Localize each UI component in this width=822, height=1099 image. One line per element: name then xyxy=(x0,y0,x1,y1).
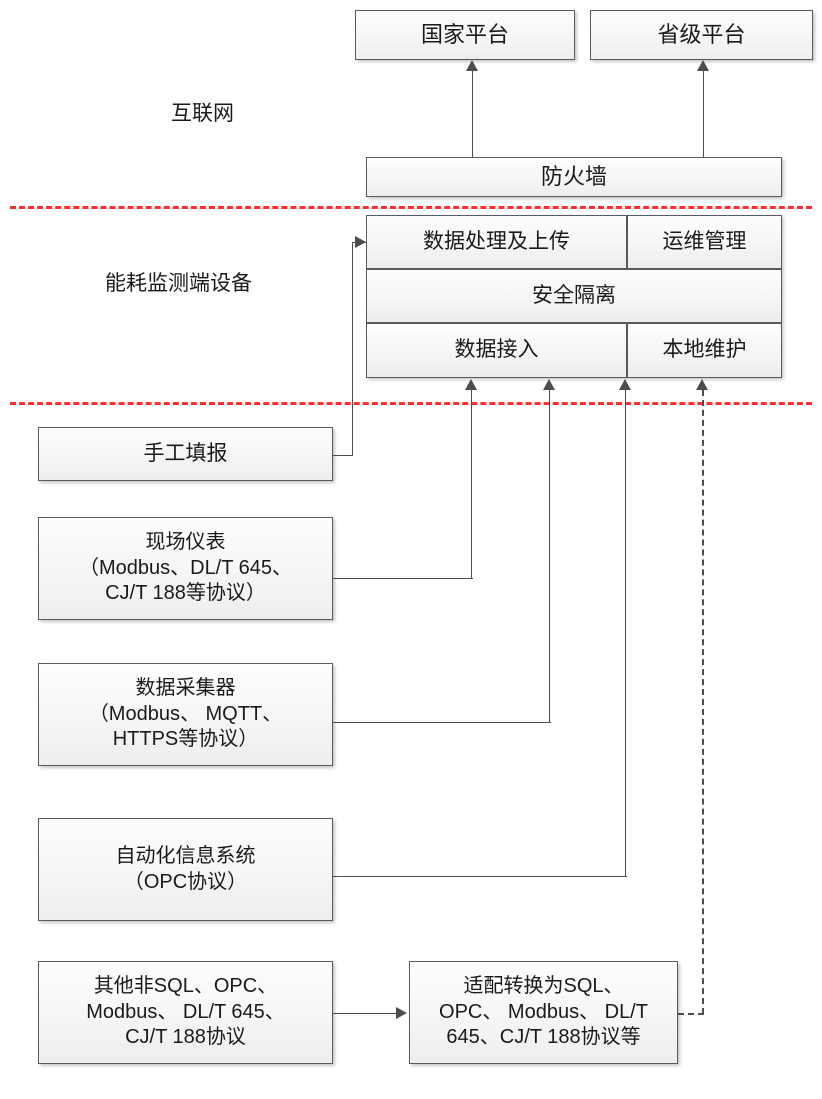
zone-label-terminal-equipment: 能耗监测端设备 xyxy=(105,272,252,295)
box-automation-system-line-2: （OPC协议） xyxy=(123,870,248,893)
box-field-meter[interactable]: 现场仪表 （Modbus、DL/T 645、 CJ/T 188等协议） xyxy=(38,517,333,620)
zone-label-internet: 互联网 xyxy=(171,102,234,125)
box-protocol-adapter-line-2: OPC、 Modbus、 DL/T xyxy=(439,1000,648,1023)
box-automation-system[interactable]: 自动化信息系统 （OPC协议） xyxy=(38,818,333,921)
box-data-collector-line-1: 数据采集器 xyxy=(135,677,236,700)
box-manual-entry-label: 手工填报 xyxy=(143,441,228,465)
connector-data-collector-v xyxy=(549,390,550,723)
cell-ops-management[interactable]: 运维管理 xyxy=(627,215,782,269)
cell-data-access-label: 数据接入 xyxy=(454,338,539,362)
box-other-protocols-line-2: Modbus、 DL/T 645、 xyxy=(86,1000,285,1023)
cell-local-maintenance-label: 本地维护 xyxy=(662,338,747,362)
box-field-meter-line-2: （Modbus、DL/T 645、 xyxy=(78,556,293,579)
box-data-collector[interactable]: 数据采集器 （Modbus、 MQTT、 HTTPS等协议） xyxy=(38,663,333,766)
cell-local-maintenance[interactable]: 本地维护 xyxy=(627,323,782,378)
box-firewall[interactable]: 防火墙 xyxy=(366,157,782,197)
box-manual-entry[interactable]: 手工填报 xyxy=(38,427,333,481)
connector-automation-v xyxy=(625,390,626,877)
connector-data-collector-h xyxy=(333,722,551,723)
arrowhead-adapter-to-local-maintenance xyxy=(695,379,708,390)
box-automation-system-line-1: 自动化信息系统 xyxy=(115,844,256,867)
box-field-meter-line-3: CJ/T 188等协议） xyxy=(105,582,266,605)
arrowhead-other-to-adapter xyxy=(396,1006,407,1019)
box-provincial-platform[interactable]: 省级平台 xyxy=(590,10,813,60)
box-field-meter-line-1: 现场仪表 xyxy=(145,531,226,554)
box-other-protocols-line-1: 其他非SQL、OPC、 xyxy=(93,975,278,998)
arrowhead-manual-entry-to-data-process xyxy=(355,235,366,248)
arrowhead-firewall-to-national xyxy=(465,60,478,71)
box-other-protocols-line-3: CJ/T 188协议 xyxy=(125,1026,246,1049)
connector-other-to-adapter xyxy=(333,1013,396,1014)
cell-data-process-upload-label: 数据处理及上传 xyxy=(423,229,570,253)
cell-ops-management-label: 运维管理 xyxy=(662,229,747,253)
box-data-collector-line-3: HTTPS等协议） xyxy=(112,728,259,751)
box-protocol-adapter[interactable]: 适配转换为SQL、 OPC、 Modbus、 DL/T 645、CJ/T 188… xyxy=(409,961,678,1064)
connector-automation-h xyxy=(333,876,627,877)
arrowhead-firewall-to-provincial xyxy=(696,60,709,71)
box-protocol-adapter-line-3: 645、CJ/T 188协议等 xyxy=(446,1026,641,1049)
connector-firewall-to-national xyxy=(472,71,473,157)
arrowhead-field-meter-to-data-access xyxy=(464,379,477,390)
arrowhead-automation-to-data-access xyxy=(618,379,631,390)
box-national-platform-label: 国家平台 xyxy=(420,21,509,47)
zone-separator-lower xyxy=(10,402,812,405)
box-national-platform[interactable]: 国家平台 xyxy=(355,10,575,60)
box-data-collector-line-2: （Modbus、 MQTT、 xyxy=(88,702,283,725)
arrowhead-data-collector-to-data-access xyxy=(542,379,555,390)
box-other-protocols[interactable]: 其他非SQL、OPC、 Modbus、 DL/T 645、 CJ/T 188协议 xyxy=(38,961,333,1064)
box-provincial-platform-label: 省级平台 xyxy=(657,21,746,47)
connector-firewall-to-provincial xyxy=(703,71,704,157)
box-protocol-adapter-line-1: 适配转换为SQL、 xyxy=(463,975,624,998)
connector-adapter-dashed-h xyxy=(678,1013,704,1015)
connector-adapter-dashed-v xyxy=(702,390,704,1014)
connector-manual-entry-v xyxy=(352,242,353,456)
cell-data-process-upload[interactable]: 数据处理及上传 xyxy=(366,215,627,269)
box-firewall-label: 防火墙 xyxy=(540,163,607,189)
connector-field-meter-h xyxy=(333,578,473,579)
cell-security-isolation[interactable]: 安全隔离 xyxy=(366,269,782,323)
zone-separator-upper xyxy=(10,206,812,209)
cell-security-isolation-label: 安全隔离 xyxy=(532,283,616,307)
cell-data-access[interactable]: 数据接入 xyxy=(366,323,627,378)
connector-field-meter-v xyxy=(471,390,472,579)
connector-manual-entry-h1 xyxy=(333,455,353,456)
